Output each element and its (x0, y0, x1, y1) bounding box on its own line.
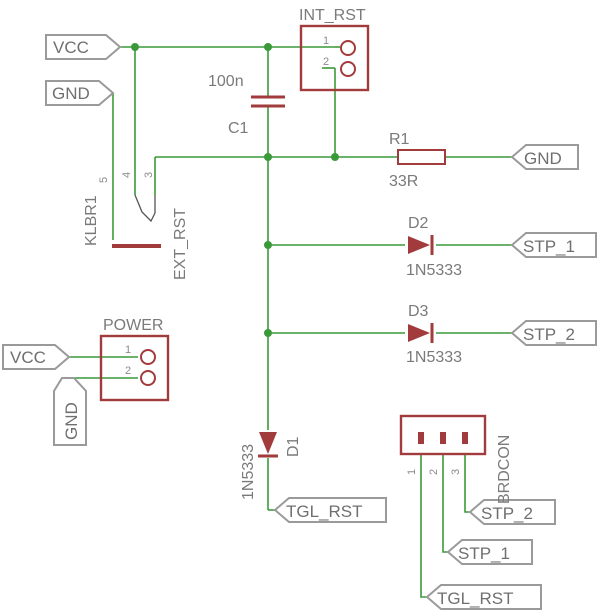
brdcon-label: BRDCON (496, 435, 513, 504)
diode-triangle-icon (259, 432, 277, 454)
capacitor-c1[interactable]: 100n C1 (208, 73, 285, 137)
pin-circle-icon (140, 370, 156, 386)
junction-dot (331, 153, 339, 161)
net-label-text: GND (524, 149, 562, 168)
r1-name: R1 (389, 131, 410, 148)
net-label-gnd-r1[interactable]: GND (510, 144, 579, 170)
brdcon-body (399, 414, 487, 456)
switch-lever-icon (134, 194, 156, 223)
diode-triangle-icon (408, 324, 430, 342)
klbr1-ext-label: EXT_RST (172, 208, 189, 280)
net-label-text: GND (52, 84, 90, 103)
wire-brd-pin3 (464, 454, 470, 513)
d2-name: D2 (408, 215, 429, 232)
pin-number: 2 (323, 56, 329, 68)
diode-triangle-icon (408, 236, 430, 254)
klbr1-name: KLBR1 (83, 195, 100, 246)
net-label-text: GND (62, 402, 81, 440)
int-rst-body (299, 24, 370, 92)
wire-brd-pin2 (442, 454, 448, 553)
diode-d1[interactable]: D1 1N5333 (240, 432, 302, 500)
brdcon-header[interactable]: 1 2 3 BRDCON (399, 414, 513, 504)
net-label-vcc-power[interactable]: VCC (2, 344, 71, 370)
net-label-stp1-d2[interactable]: STP_1 (510, 232, 597, 258)
net-label-text: STP_2 (481, 504, 533, 523)
junction-dot (264, 329, 272, 337)
pin-number: 2 (428, 469, 440, 475)
c1-value: 100n (208, 73, 244, 90)
pin-number: 1 (323, 35, 329, 47)
junction-dot (264, 153, 272, 161)
net-label-text: STP_1 (523, 237, 575, 256)
diode-d2[interactable]: D2 1N5333 (406, 215, 462, 279)
power-body (99, 334, 170, 402)
c1-name: C1 (228, 120, 249, 137)
junctions (131, 43, 339, 337)
net-label-stp2-d3[interactable]: STP_2 (510, 320, 597, 346)
net-label-gnd-top[interactable]: GND (45, 80, 115, 106)
net-label-text: STP_1 (458, 544, 510, 563)
d1-name: D1 (285, 436, 302, 457)
resistor-body (397, 149, 446, 165)
junction-dot (264, 241, 272, 249)
junction-dot (264, 43, 272, 51)
switch-klbr1[interactable]: 5 4 3 KLBR1 EXT_RST (83, 172, 189, 280)
pin-number: 5 (98, 177, 110, 183)
d3-value: 1N5333 (406, 349, 462, 366)
pin-number: 1 (406, 469, 418, 475)
r1-value: 33R (389, 173, 418, 190)
power-header[interactable]: POWER 1 2 (99, 317, 170, 402)
net-label-vcc-top[interactable]: VCC (45, 34, 122, 60)
pin-circle-icon (140, 349, 156, 365)
pin-circle-icon (340, 40, 356, 56)
diode-d3[interactable]: D3 1N5333 (406, 303, 462, 366)
net-label-text: TGL_RST (286, 502, 363, 521)
net-label-text: TGL_RST (437, 589, 514, 608)
net-label-text: VCC (10, 348, 46, 367)
net-label-gnd-power[interactable]: GND (53, 377, 87, 446)
wires (65, 46, 512, 598)
pin-number: 3 (450, 469, 462, 475)
net-label-tgl-rst-brd[interactable]: TGL_RST (425, 584, 542, 610)
pin-circle-icon (340, 61, 356, 77)
net-label-text: VCC (53, 38, 89, 57)
pin-number: 4 (121, 172, 133, 178)
pin-number: 1 (125, 344, 131, 356)
resistor-r1[interactable]: R1 33R (389, 131, 446, 190)
net-label-text: STP_2 (523, 325, 575, 344)
pin-number: 2 (125, 365, 131, 377)
int-rst-header[interactable]: INT_RST 1 2 (299, 7, 370, 92)
int-rst-label: INT_RST (299, 7, 366, 24)
d1-value: 1N5333 (240, 444, 257, 500)
junction-dot (131, 43, 139, 51)
pin-number: 3 (143, 172, 155, 178)
net-label-stp1-brd[interactable]: STP_1 (446, 539, 533, 565)
d2-value: 1N5333 (406, 262, 462, 279)
wire-brd-pin1 (420, 454, 427, 598)
net-label-stp2-brd[interactable]: STP_2 (468, 499, 556, 525)
net-label-tgl-rst-d1[interactable]: TGL_RST (273, 497, 387, 523)
power-label: POWER (103, 317, 163, 334)
d3-name: D3 (408, 303, 429, 320)
